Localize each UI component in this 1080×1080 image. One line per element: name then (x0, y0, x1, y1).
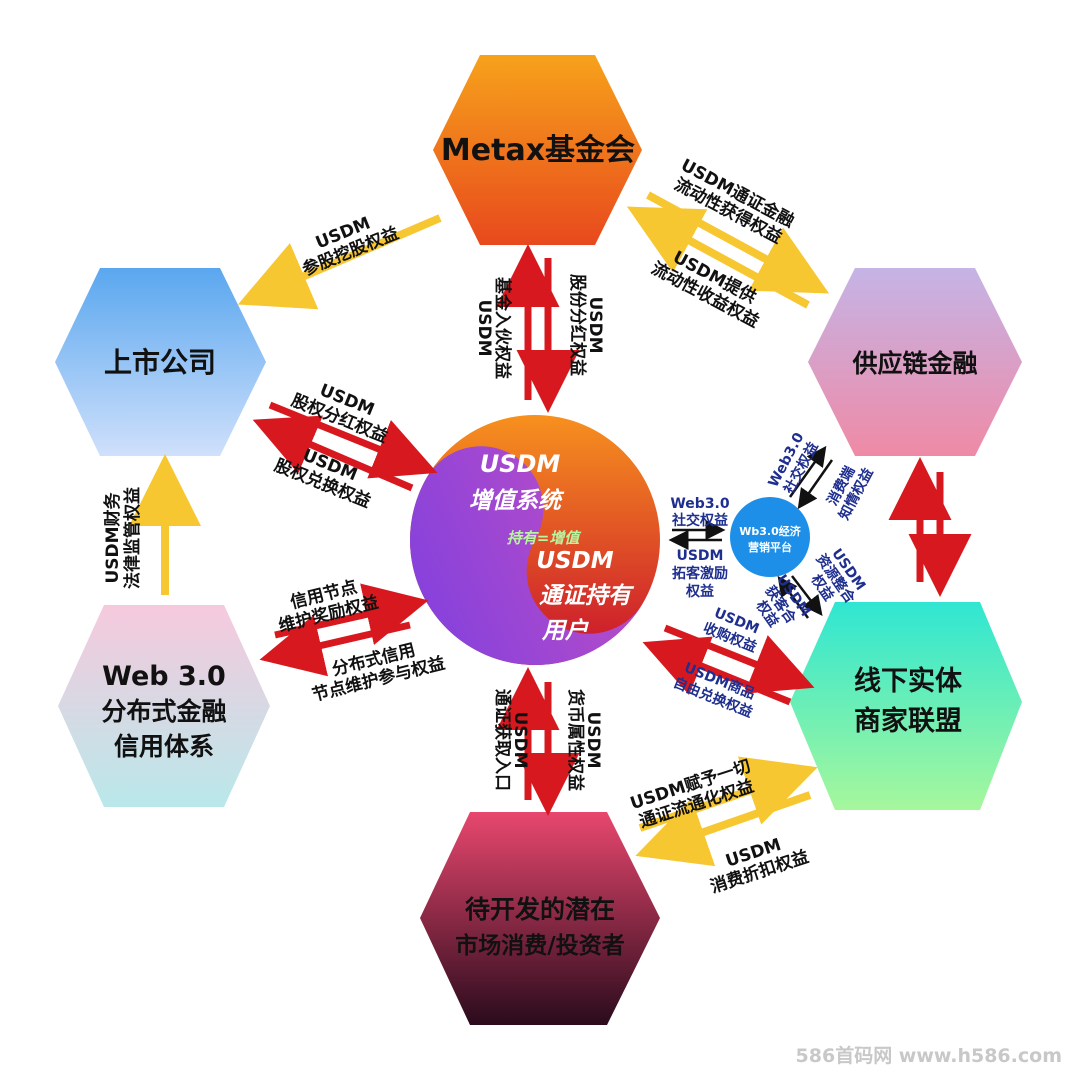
label-market-center-right-1: 货币属性权益 (565, 689, 586, 791)
node-web3-line2: 分布式金融 (101, 697, 226, 726)
node-supply-label: 供应链金融 (851, 349, 977, 378)
center-usdm-circle: USDM 增值系统 持有=增值 USDM 通证持有 用户 (410, 415, 660, 665)
arrow-offline-hub (777, 575, 810, 619)
label-metax-center-left-1: 基金入伙权益 (492, 276, 513, 379)
center-bottom-sub2: 用户 (541, 618, 589, 644)
hub-line1: Wb3.0经济 (739, 524, 801, 538)
center-bottom-title: USDM (536, 548, 613, 574)
label-web3-listed-1: USDM财务 (102, 491, 123, 583)
hub-marketing-platform: Wb3.0经济 营销平台 (730, 497, 810, 577)
arrow-offline-center (642, 636, 792, 706)
arrow-supply-metax (626, 206, 810, 309)
watermark-text: 586首码网 www.h586.com (796, 1044, 1062, 1067)
arrow-listed-center (268, 401, 438, 479)
node-listed: 上市公司 (55, 268, 266, 456)
arrow-hub-supply (788, 445, 827, 498)
label-market-center-right-2: USDM (583, 711, 603, 768)
node-metax: Metax基金会 (433, 55, 642, 245)
node-metax-label: Metax基金会 (441, 133, 635, 168)
center-bottom-sub1: 通证持有 (539, 583, 635, 609)
node-web3-line3: 信用体系 (114, 732, 214, 761)
node-web3: Web 3.0 分布式金融 信用体系 (58, 605, 270, 807)
node-offline: 线下实体 商家联盟 (790, 602, 1022, 810)
node-market-line2: 市场消费/投资者 (455, 932, 624, 959)
label-market-center-left-1: 通证获取入口 (492, 689, 513, 791)
hub-line2: 营销平台 (748, 540, 792, 554)
label-metax-center-left-2: USDM (474, 299, 494, 356)
label-web3-listed-2: 法律监管权益 (122, 487, 143, 589)
node-market: 待开发的潜在 市场消费/投资者 (420, 812, 660, 1025)
arrows (129, 191, 972, 867)
arrow-supply-hub (797, 459, 834, 510)
node-supply: 供应链金融 (808, 268, 1022, 456)
label-center-hub-2b: 拓客激励 (672, 565, 728, 582)
center-top-sub: 增值系统 (469, 488, 565, 514)
arrow-center-listed (252, 415, 414, 492)
node-web3-line1: Web 3.0 (102, 661, 226, 692)
label-center-hub-2a: USDM (676, 548, 723, 564)
node-offline-line1: 线下实体 (854, 665, 963, 697)
label-center-hub-1a: Web3.0 (670, 496, 730, 512)
label-market-center-left-2: USDM (510, 711, 530, 768)
node-market-line1: 待开发的潜在 (465, 895, 615, 924)
arrow-center-web3 (259, 614, 411, 677)
center-middle: 持有=增值 (507, 529, 583, 547)
arrow-offline-market (635, 791, 812, 867)
node-offline-line2: 商家联盟 (854, 705, 962, 737)
arrow-metax-listed (237, 214, 442, 310)
label-center-hub-1b: 社交权益 (671, 512, 728, 529)
label-metax-center-right-1: 股份分红权益 (567, 274, 588, 376)
center-top-title: USDM (480, 450, 561, 478)
label-center-hub-2c: 权益 (685, 583, 714, 600)
node-listed-label: 上市公司 (104, 346, 216, 379)
label-metax-center-right-2: USDM (585, 296, 605, 353)
